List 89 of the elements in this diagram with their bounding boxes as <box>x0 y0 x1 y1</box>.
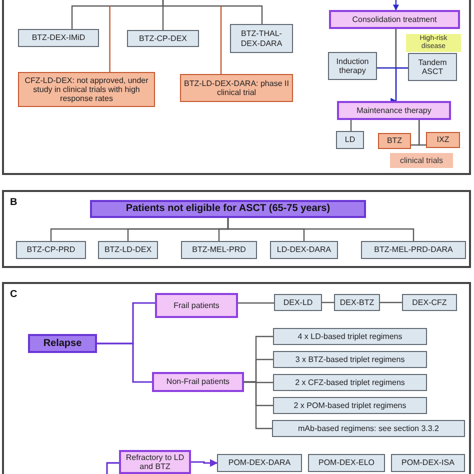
box-label: BTZ-MEL-PRD <box>192 245 246 255</box>
trial-box <box>18 72 155 107</box>
box-label: Consolidation treatment <box>352 14 437 24</box>
connector-line <box>97 342 152 383</box>
regimen-box <box>361 241 466 259</box>
regimen-box <box>181 241 257 259</box>
connector-line <box>418 120 427 146</box>
drug-box <box>378 133 411 149</box>
drug-box <box>336 131 364 149</box>
box-label: 2 x POM-based triplet regimens <box>294 400 406 410</box>
regimen-box <box>270 241 338 259</box>
box-label: Tandem ASCT <box>417 58 448 76</box>
box-label: 4 x LD-based triplet regimens <box>298 332 402 342</box>
panel-frame <box>2 282 471 474</box>
regimen-box <box>273 328 427 345</box>
panel-frame <box>2 0 471 175</box>
connector-line <box>244 381 272 430</box>
box-label: BTZ-LD-DEX <box>104 245 152 255</box>
box-label: BTZ-DEX-IMiD <box>32 33 86 43</box>
therapy-box <box>328 52 377 80</box>
connector-line <box>162 0 263 24</box>
box-label: Refractory to LD and BTZ <box>124 452 186 472</box>
box-label: BTZ-CP-PRD <box>26 245 76 255</box>
regimen-box <box>127 30 199 47</box>
stage-box <box>329 10 460 29</box>
regimen-box <box>308 454 385 472</box>
box-label: Maintenance therapy <box>356 106 432 116</box>
connector-line <box>380 302 402 304</box>
regimen-box <box>402 294 457 311</box>
regimen-box <box>230 24 293 53</box>
box-label: LD-DEX-DARA <box>276 245 332 255</box>
box-label: 2 x CFZ-based triplet regimens <box>295 378 405 388</box>
regimen-box <box>16 241 86 259</box>
regimen-box <box>334 294 380 311</box>
arrow <box>392 0 399 11</box>
connector-line <box>350 120 352 131</box>
connector-line <box>322 302 334 304</box>
connector-line <box>109 5 111 72</box>
therapy-box <box>408 53 457 81</box>
connector-line <box>238 302 274 304</box>
box-label: DEX-BTZ <box>340 298 374 308</box>
box-label: Induction therapy <box>335 56 370 76</box>
box-label: BTZ <box>386 136 402 146</box>
group-box <box>119 450 191 474</box>
box-label: Patients not eligible for ASCT (65-75 years) <box>126 203 330 215</box>
box-label: BTZ-THAL-DEX-DARA <box>240 29 284 48</box>
regimen-box <box>273 374 427 391</box>
panel-letter: B <box>10 196 18 210</box>
note-box <box>390 153 453 168</box>
box-label: LD <box>344 135 356 145</box>
drug-box <box>426 132 460 148</box>
stage-box <box>337 101 451 120</box>
box-label: BTZ-LD-DEX-DARA: phase II clinical trial <box>183 78 290 98</box>
regimen-box <box>272 420 465 437</box>
regimen-box <box>273 397 427 414</box>
connector-line <box>106 462 119 474</box>
regimen-box <box>391 454 465 472</box>
connector-line <box>227 218 414 241</box>
note-box <box>406 34 461 52</box>
box-label: POM-DEX-ISA <box>402 458 454 468</box>
box-label: BTZ-CP-DEX <box>139 34 187 44</box>
panel-frame <box>2 190 471 268</box>
box-label: POM-DEX-ELO <box>318 458 374 468</box>
header-box <box>90 200 366 218</box>
box-label: Frail patients <box>174 300 220 310</box>
box-label: DEX-CFZ <box>412 298 447 308</box>
box-label: DEX-LD <box>283 298 313 308</box>
box-label: CFZ-LD-DEX: not approved, under study in clinical trials with high response rates <box>24 76 150 104</box>
box-label: BTZ-MEL-PRD-DARA <box>374 245 453 255</box>
box-label: Relapse <box>43 338 82 350</box>
regimen-box <box>18 29 99 47</box>
regimen-box <box>217 454 302 472</box>
box-label: clinical trials <box>400 156 444 166</box>
box-label: Non-Frail patients <box>166 377 230 387</box>
regimen-box <box>98 241 158 259</box>
group-box <box>155 293 238 318</box>
box-label: 3 x BTZ-based triplet regimens <box>295 354 405 364</box>
regimen-box <box>274 294 322 311</box>
box-label: mAb-based regimens: see section 3.3.2 <box>298 424 439 434</box>
panel-letter: C <box>10 288 18 302</box>
header-box <box>28 334 97 353</box>
group-box <box>152 372 244 392</box>
trial-box <box>180 74 293 102</box>
connector-line <box>220 5 222 74</box>
arrow <box>390 67 408 104</box>
box-label: POM-DEX-DARA <box>228 458 291 468</box>
regimen-box <box>273 351 427 368</box>
box-label: IXZ <box>436 135 450 145</box>
arrow <box>191 459 218 467</box>
